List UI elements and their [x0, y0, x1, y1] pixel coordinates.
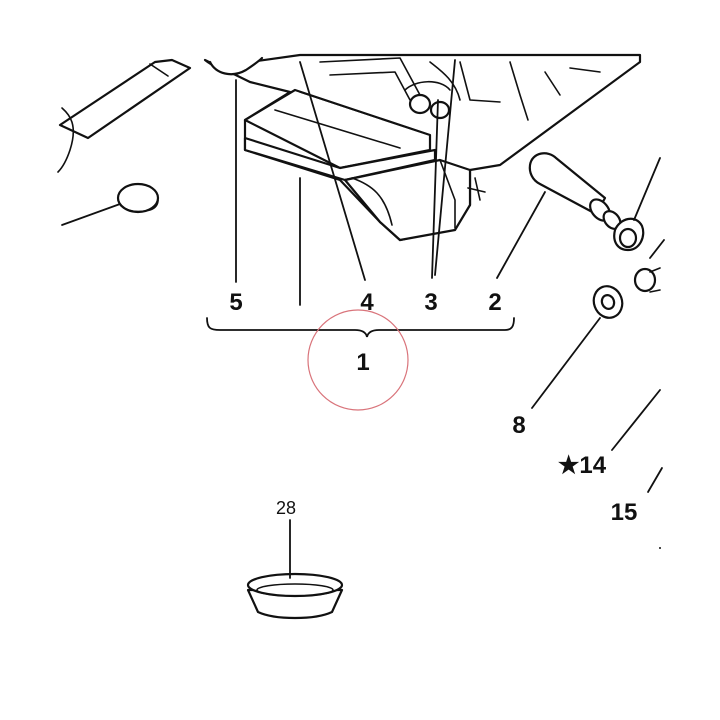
- highlight-circle: [307, 309, 409, 411]
- callout-28: 28: [276, 498, 296, 518]
- speck-mark: [659, 547, 661, 549]
- callout-4: 4: [360, 289, 374, 316]
- callout-14: ★14: [558, 452, 607, 479]
- cup-part-28: [246, 572, 344, 620]
- cap-plug-part: [61, 182, 160, 226]
- callout-15: 15: [611, 499, 638, 526]
- callout-3: 3: [424, 289, 437, 316]
- callout-2: 2: [488, 289, 501, 316]
- group-bracket: [206, 317, 515, 338]
- callout-5: 5: [229, 289, 242, 316]
- sleeve-part: [528, 152, 622, 230]
- shaft-part: [57, 58, 192, 173]
- main-housing-assembly: [203, 53, 642, 242]
- callout-8: 8: [512, 412, 525, 439]
- seal-parts-right: [592, 217, 661, 319]
- callout-1: 1: [356, 349, 369, 376]
- leader-lines: [235, 59, 665, 579]
